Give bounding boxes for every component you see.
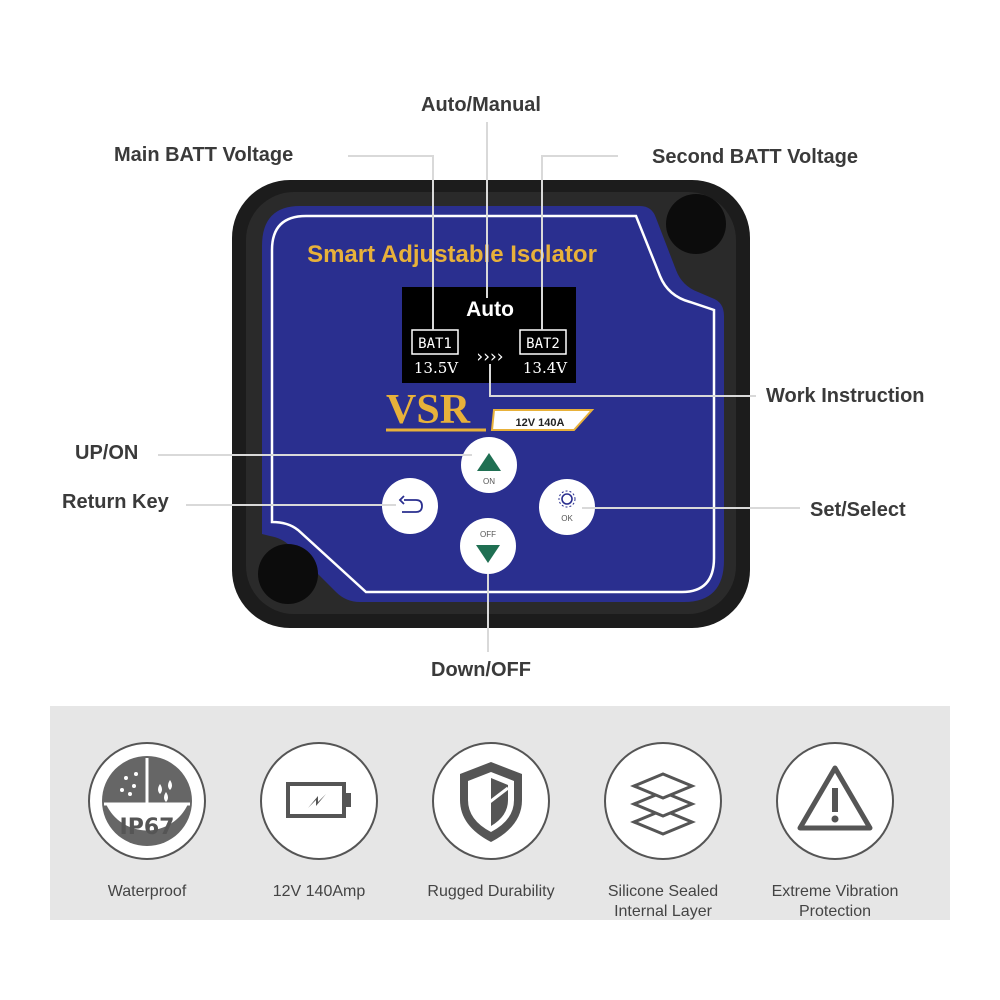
ip67-waterproof-icon: IP67 [88, 742, 206, 860]
feature-caption: Waterproof [107, 883, 187, 900]
auto-manual-callout: Auto/Manual [421, 94, 541, 116]
brand-logo: VSR [386, 387, 471, 433]
shield-icon [432, 742, 550, 860]
feature-silicone-sealed: Silicone Sealed Internal Layer [578, 742, 748, 922]
feature-12v-140amp: 12V 140Amp [234, 742, 404, 902]
mounting-hole [666, 194, 726, 254]
feature-extreme-vibration: Extreme Vibration Protection [750, 742, 920, 922]
down-button-label: OFF [480, 530, 496, 539]
feature-caption: Internal Layer [614, 903, 712, 920]
feature-strip: IP67 Waterproof 12V 140Amp Rugged Durabi… [50, 706, 950, 920]
feature-caption: Protection [798, 903, 872, 920]
callout-lines [158, 122, 800, 652]
warning-icon [776, 742, 894, 860]
device-illustration: Smart Adjustable Isolator Auto BAT1 13.5… [158, 122, 800, 652]
down-off-button[interactable]: OFF [460, 518, 516, 574]
flow-arrows: ›››› [476, 347, 503, 367]
device-panel [262, 206, 724, 602]
main-batt-callout: Main BATT Voltage [114, 144, 294, 166]
mounting-hole [258, 544, 318, 604]
bat2-label: BAT2 [526, 336, 560, 352]
mode-text: Auto [466, 298, 514, 321]
up-on-callout: UP/ON [75, 442, 139, 464]
bat2-voltage: 13.4V [523, 359, 568, 377]
down-off-callout: Down/OFF [431, 659, 531, 681]
feature-waterproof: IP67 Waterproof [62, 742, 232, 902]
set-select-button[interactable]: OK [539, 479, 595, 535]
rating-badge [490, 409, 595, 431]
bat1-label: BAT1 [418, 336, 452, 352]
feature-caption: Extreme Vibration [771, 883, 899, 900]
up-on-button[interactable]: ON [461, 437, 517, 493]
gear-icon [561, 493, 573, 505]
feature-caption: Silicone Sealed [607, 883, 719, 900]
feature-caption: 12V 140Amp [272, 883, 366, 900]
triangle-down-icon [476, 545, 500, 563]
triangle-up-icon [477, 453, 501, 471]
ip67-icon-text: IP67 [120, 815, 175, 840]
ok-button-label: OK [561, 514, 573, 523]
rating-text: 12V 140A [516, 417, 565, 429]
return-key-callout: Return Key [62, 491, 169, 513]
product-title: Smart Adjustable Isolator [307, 241, 597, 268]
return-button[interactable] [382, 478, 438, 534]
work-instruction-callout: Work Instruction [766, 385, 925, 407]
battery-icon [260, 742, 378, 860]
feature-rugged-durability: Rugged Durability [406, 742, 576, 902]
up-button-label: ON [483, 477, 495, 486]
return-icon [402, 499, 423, 513]
feature-caption: Rugged Durability [427, 883, 555, 900]
layers-icon [604, 742, 722, 860]
second-batt-callout: Second BATT Voltage [652, 146, 858, 168]
bat1-voltage: 13.5V [414, 359, 459, 377]
bat1-box [411, 329, 459, 355]
set-select-callout: Set/Select [810, 499, 906, 521]
